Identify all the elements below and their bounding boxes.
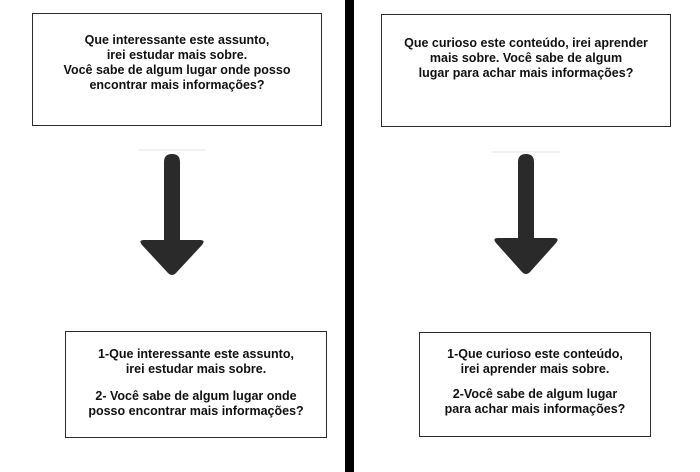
left-question-line-1: Que interessante este assunto, xyxy=(84,32,270,47)
right-answer-box: 1-Que curioso este conteúdo, irei aprend… xyxy=(419,332,651,437)
left-answer-line-2: irei estudar mais sobre. xyxy=(125,361,267,376)
left-question-line-4: encontrar mais informações? xyxy=(89,77,265,92)
left-answer-line-1: 1-Que interessante este assunto, xyxy=(98,346,294,361)
left-question-line-2: irei estudar mais sobre. xyxy=(106,47,248,62)
right-question-line-3: lugar para achar mais informações? xyxy=(418,66,634,80)
right-question-line-2: mais sobre. Você sabe de algum xyxy=(429,51,623,65)
right-answer-line-2: irei aprender mais sobre. xyxy=(460,361,610,376)
down-arrow-icon xyxy=(492,151,560,274)
left-answer-box: 1-Que interessante este assunto, irei es… xyxy=(65,331,327,438)
left-answer-line-3: 2- Você sabe de algum lugar onde xyxy=(95,388,297,403)
panel-divider xyxy=(345,0,354,472)
right-answer-line-3: 2-Você sabe de algum lugar xyxy=(452,386,618,401)
left-question-line-3: Você sabe de algum lugar onde posso xyxy=(63,62,291,77)
right-answer-line-1: 1-Que curioso este conteúdo, xyxy=(447,346,623,361)
down-arrow-icon xyxy=(138,149,206,275)
right-question-box: Que curioso este conteúdo, irei aprender… xyxy=(381,14,671,127)
right-answer-line-4: para achar mais informações? xyxy=(444,401,626,416)
right-question-line-1: Que curioso este conteúdo, irei aprender xyxy=(404,36,648,50)
left-question-box: Que interessante este assunto, irei estu… xyxy=(32,13,322,126)
left-answer-line-4: posso encontrar mais informações? xyxy=(88,403,304,418)
